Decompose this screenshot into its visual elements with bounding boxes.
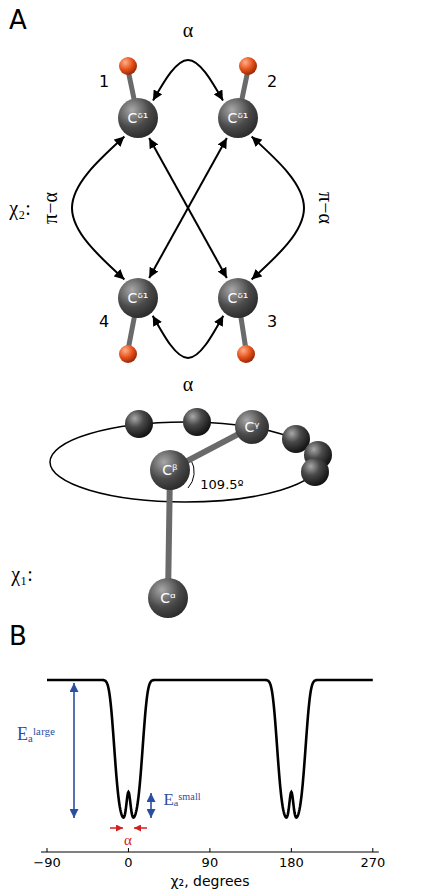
- rotamer-atom: [301, 458, 329, 486]
- axis-tick: [291, 848, 292, 852]
- barrier-label: Eₐˡᵃʳᵍᵉ: [17, 725, 55, 745]
- atom-label: Cᵞ: [245, 420, 260, 434]
- energy-plot: [41, 680, 379, 852]
- axis-tick: [128, 848, 129, 852]
- carbon-beta-atom: Cᵝ: [150, 450, 190, 490]
- callout-number: 1: [99, 73, 109, 91]
- callout-number: 2: [267, 73, 277, 91]
- alpha-width-arrow: [110, 827, 123, 829]
- carbon-gamma-atom: Cᵞ: [235, 410, 269, 444]
- carbon-delta-atom: Cᵟ¹: [118, 98, 158, 138]
- atom-label: Cᵝ: [162, 463, 177, 477]
- atom-label: Cᵅ: [160, 591, 175, 605]
- bond-line: [186, 434, 239, 462]
- rotation-ellipse: [50, 422, 320, 502]
- panel-letter: A: [9, 6, 27, 35]
- angle-label: π−α: [39, 190, 61, 226]
- bond-line: [168, 488, 169, 580]
- axis-tick: [47, 848, 48, 852]
- alpha-width-arrow: [134, 827, 147, 829]
- axis-tick: [209, 848, 210, 852]
- dihedral-label: χ₁:: [11, 563, 32, 585]
- callout-number: 4: [99, 313, 109, 331]
- energy-curve: [47, 680, 373, 818]
- carbon-delta-atom: Cᵟ¹: [218, 98, 258, 138]
- tick-label: 270: [360, 856, 385, 870]
- angle-label: α: [181, 373, 195, 395]
- rotamer-atom: [183, 408, 211, 436]
- orange-atom: [239, 57, 257, 75]
- large-barrier-arrow: [73, 683, 75, 818]
- small-barrier-arrow: [150, 793, 152, 818]
- carbon-delta-atom: Cᵟ¹: [218, 278, 258, 318]
- angle-label: 109.5º: [200, 478, 243, 492]
- angle-label: α: [181, 19, 195, 41]
- dihedral-arrow: [72, 137, 124, 280]
- atom-label: Cᵟ¹: [228, 111, 249, 125]
- tick-label: −90: [33, 856, 60, 870]
- tick-label: 90: [202, 856, 219, 870]
- rotamer-atom: [125, 410, 153, 438]
- orange-atom: [119, 57, 137, 75]
- dihedral-label: χ₂:: [9, 197, 30, 219]
- carbon-alpha-atom: Cᵅ: [148, 578, 188, 618]
- atom-label: Cᵟ¹: [128, 291, 149, 305]
- tick-label: 0: [124, 856, 132, 870]
- panel-letter: B: [9, 622, 27, 651]
- orange-atoms: [119, 57, 257, 363]
- axis-tick: [372, 848, 373, 852]
- carbon-delta-atom: Cᵟ¹: [118, 278, 158, 318]
- orange-atom: [119, 345, 137, 363]
- width-label: α: [124, 832, 132, 849]
- axis-title: χ₂, degrees: [171, 874, 250, 889]
- dihedral-arrow: [149, 138, 227, 278]
- atom-label: Cᵟ¹: [228, 291, 249, 305]
- tick-label: 180: [279, 856, 304, 870]
- dihedral-arrow: [149, 138, 227, 278]
- atom-label: Cᵟ¹: [128, 111, 149, 125]
- dihedral-arrow: [252, 137, 304, 280]
- orange-atom: [237, 345, 255, 363]
- dihedral-arrow: [153, 60, 223, 101]
- callout-number: 3: [267, 313, 277, 331]
- angle-label: π−α: [315, 190, 337, 226]
- dihedral-arrow: [153, 316, 224, 358]
- barrier-label: Eₐˢᵐᵃˡˡ: [163, 791, 200, 810]
